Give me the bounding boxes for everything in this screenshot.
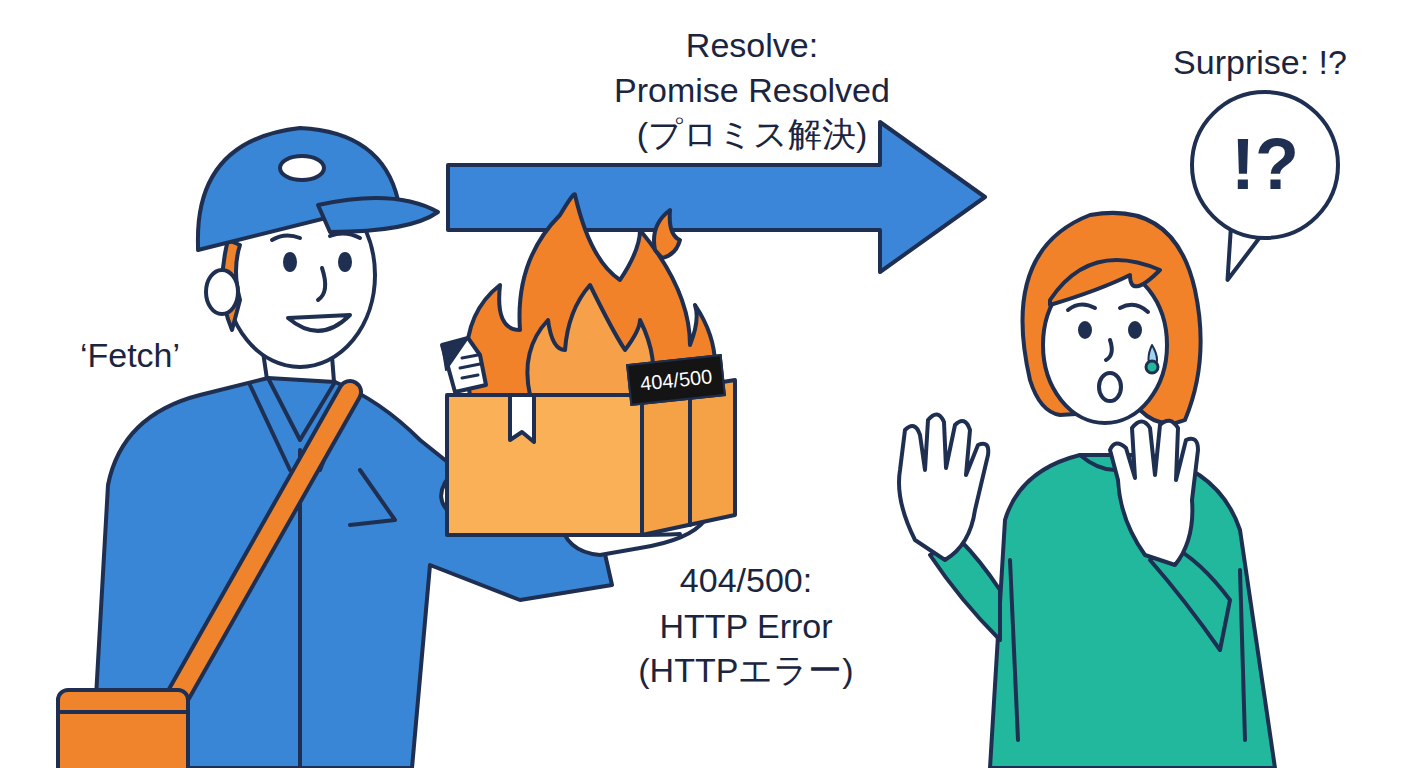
error-tag: 404/500 bbox=[626, 354, 726, 406]
burning-box bbox=[442, 194, 735, 535]
error-heading: 404/500: bbox=[680, 558, 812, 602]
arrow-heading: Resolve: bbox=[686, 23, 818, 67]
surprised-woman bbox=[899, 213, 1275, 768]
bubble-joint bbox=[1234, 219, 1260, 233]
actor-label: ‘Fetch’ bbox=[80, 333, 180, 377]
error-label: HTTP Error (HTTPエラー) bbox=[626, 604, 866, 692]
speech-bubble: !? bbox=[1190, 90, 1340, 240]
delivery-man bbox=[58, 128, 705, 768]
bubble-circle bbox=[1192, 92, 1338, 238]
tag-text: 404/500 bbox=[639, 365, 713, 394]
bubble-text: !? bbox=[1231, 125, 1299, 204]
arrow-label: Promise Resolved (プロミス解決) bbox=[587, 68, 917, 156]
reaction-label: Surprise: !? bbox=[1173, 40, 1347, 84]
